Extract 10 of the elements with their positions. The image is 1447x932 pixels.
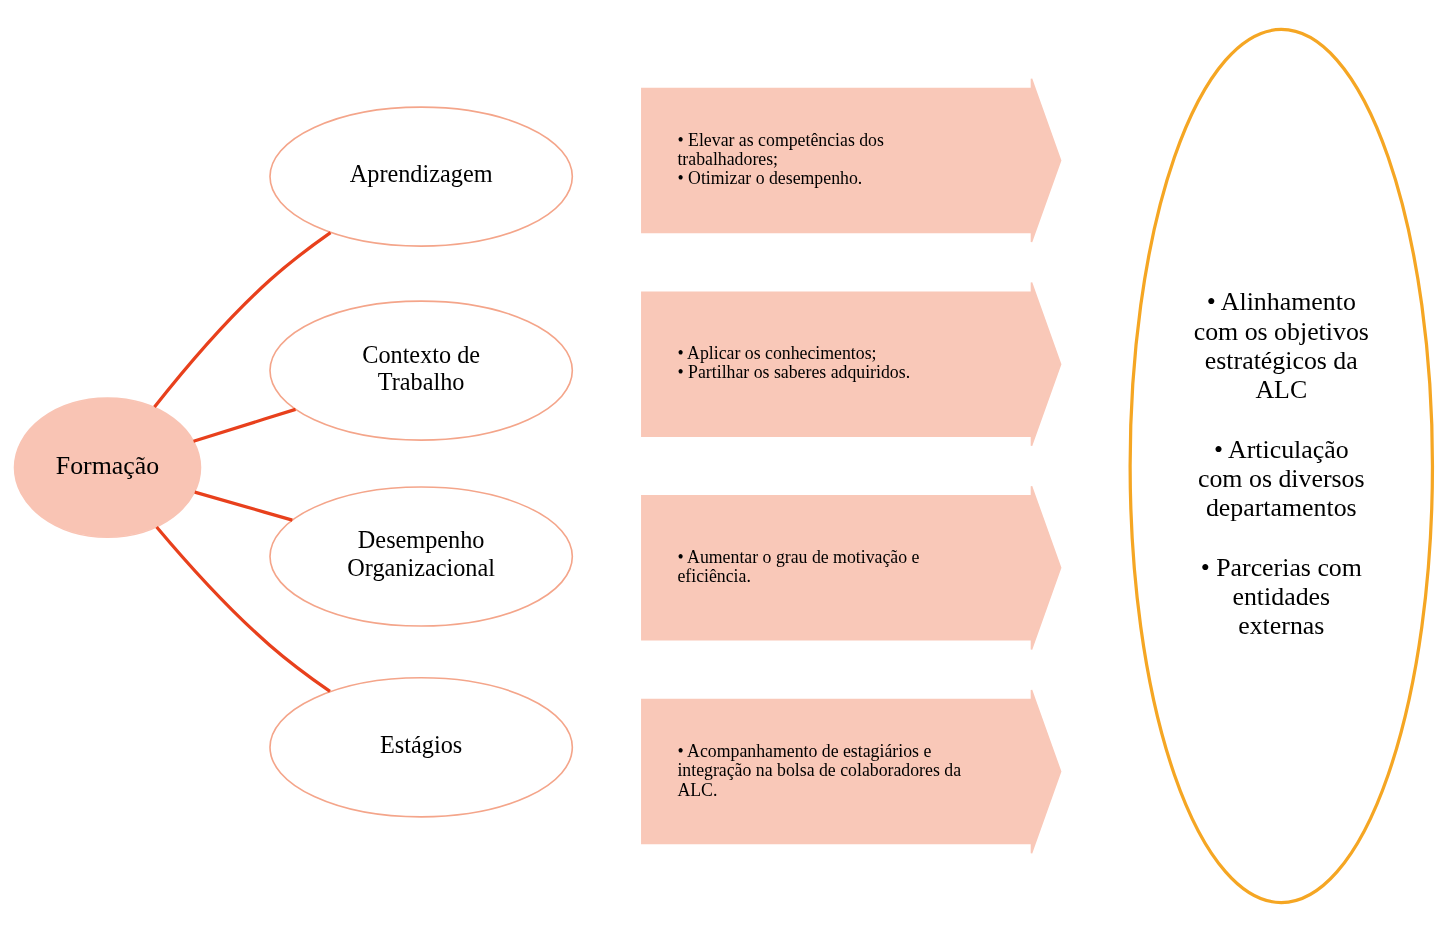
node-ellipse: Aprendizagem: [269, 106, 574, 247]
connector: [193, 407, 297, 443]
connector: [153, 231, 332, 409]
node-ellipse: Formação: [13, 397, 202, 538]
node-ellipse: Desempenho Organizacional: [269, 486, 574, 627]
connector: [155, 525, 331, 693]
node-ellipse: • Alinhamento com os objetivos estratégicos da ALC • Articulação com os diversos departamentos • Parcerias com entidades externas: [1128, 27, 1435, 905]
node-ellipse: Estágios: [269, 677, 574, 818]
node-ellipse: Contexto de Trabalho: [269, 300, 574, 441]
connector: [194, 490, 293, 522]
